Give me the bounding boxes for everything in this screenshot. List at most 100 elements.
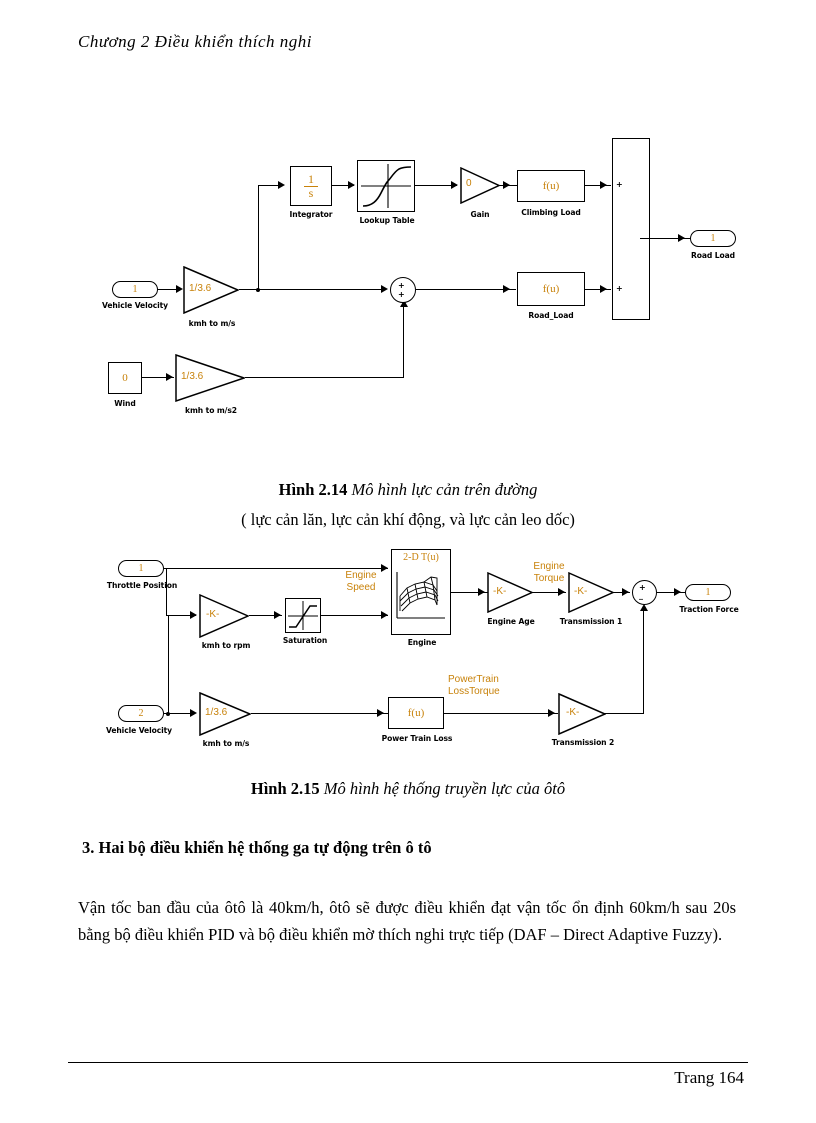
- gain-kmh-to-ms[interactable]: [183, 266, 239, 314]
- footer-page-number: Trang 164: [674, 1068, 744, 1087]
- gain-kmh-to-ms-label: kmh to m/s: [188, 319, 236, 328]
- footer-divider: [68, 1062, 748, 1063]
- block-sum-traction[interactable]: [632, 580, 657, 605]
- integrator-denominator: s: [308, 185, 314, 200]
- signal-label-powertrain-losstorque-line2: LossTorque: [448, 685, 500, 697]
- inport-number: 1: [132, 284, 138, 295]
- wire: [164, 713, 194, 715]
- sumbar-sign-top: +: [616, 180, 623, 189]
- gain-zero[interactable]: [460, 167, 500, 204]
- block-wind-constant[interactable]: 0: [108, 362, 142, 394]
- section-3-paragraph: Vận tốc ban đầu của ôtô là 40km/h, ôtô s…: [78, 898, 736, 944]
- climbing-load-expression: f(u): [542, 180, 560, 192]
- wire: [249, 615, 282, 617]
- arrow-icon: [166, 373, 173, 381]
- block-saturation[interactable]: [285, 598, 321, 633]
- engine-expression: 2-D T(u): [403, 552, 439, 563]
- inport-vehicle-velocity-label: Vehicle Velocity: [101, 301, 169, 310]
- outport-number: 1: [710, 233, 716, 244]
- outport-traction-force-label: Traction Force: [679, 605, 739, 614]
- gain-transmission-1[interactable]: [568, 572, 614, 613]
- block-lookup-table[interactable]: [357, 160, 415, 212]
- inport-throttle-position-label: Throttle Position: [106, 581, 178, 590]
- gain-kmh-to-ms-2-value: 1/3.6: [205, 707, 228, 718]
- wire: [444, 713, 558, 715]
- section-3-heading: 3. Hai bộ điều khiển hệ thống ga tự động…: [82, 838, 432, 857]
- road-load-expression: f(u): [542, 283, 560, 295]
- signal-label-engine-speed: Engine Speed: [329, 570, 393, 593]
- wire: [142, 377, 174, 379]
- gain-kmh-to-ms2[interactable]: [175, 354, 245, 402]
- block-power-train-loss[interactable]: f(u): [388, 697, 444, 729]
- inport-throttle-position[interactable]: 1: [118, 560, 164, 577]
- sumbar-sign-bottom: +: [616, 284, 623, 293]
- gain-kmh-to-ms-2-label: kmh to m/s: [202, 739, 250, 748]
- outport-traction-force[interactable]: 1: [685, 584, 731, 601]
- sum-sign-bottom: +: [398, 290, 405, 299]
- gain-engine-age[interactable]: [487, 572, 533, 613]
- arrow-icon: [503, 285, 510, 293]
- block-sum-bar[interactable]: [612, 138, 650, 320]
- wire: [321, 615, 388, 617]
- arrow-icon: [548, 709, 555, 717]
- block-integrator-label: Integrator: [289, 210, 333, 219]
- wire: [657, 592, 685, 594]
- wire: [166, 615, 196, 617]
- figure-2-15-caption-number: Hình 2.15: [250, 779, 320, 798]
- gain-transmission-2-value: -K-: [566, 707, 580, 718]
- block-climbing-load-label: Climbing Load: [521, 208, 581, 217]
- gain-kmh-to-ms-2[interactable]: [199, 692, 251, 736]
- arrow-icon: [381, 564, 388, 572]
- inport-vehicle-velocity-2-label: Vehicle Velocity: [105, 726, 173, 735]
- outport-road-load[interactable]: 1: [690, 230, 736, 247]
- gain-kmh-to-ms2-value: 1/3.6: [181, 371, 204, 382]
- block-integrator[interactable]: 1 s: [290, 166, 332, 206]
- gain-transmission-2-label: Transmission 2: [551, 738, 615, 747]
- chapter-header: Chương 2 Điều khiển thích nghi: [78, 32, 313, 51]
- arrow-icon: [274, 611, 281, 619]
- signal-label-engine-torque: Engine Torque: [518, 561, 580, 584]
- inport-vehicle-velocity-2[interactable]: 2: [118, 705, 164, 722]
- arrow-icon: [600, 285, 607, 293]
- wire: [164, 568, 388, 570]
- arrow-icon: [558, 588, 565, 596]
- s-curve-icon: [361, 164, 412, 208]
- wire: [239, 289, 385, 291]
- arrow-icon: [377, 709, 384, 717]
- wire: [332, 185, 354, 187]
- gain-transmission-2[interactable]: [558, 693, 606, 735]
- sum-traction-sign-top: +: [639, 583, 646, 592]
- gain-engine-age-label: Engine Age: [487, 617, 535, 626]
- arrow-icon: [348, 181, 355, 189]
- wire: [258, 185, 282, 187]
- signal-label-powertrain-losstorque-line1: PowerTrain: [448, 674, 499, 685]
- gain-kmh-to-rpm-label: kmh to rpm: [201, 641, 251, 650]
- gain-zero-label: Gain: [470, 210, 490, 219]
- arrow-icon: [190, 709, 197, 717]
- figure-2-14-caption-number: Hình 2.14: [278, 480, 348, 499]
- arrow-icon: [674, 588, 681, 596]
- wire: [585, 185, 611, 187]
- figure-2-14-caption: Hình 2.14 Mô hình lực cản trên đường: [0, 480, 816, 500]
- wire: [416, 289, 516, 291]
- arrow-icon: [278, 181, 285, 189]
- inport-vehicle-velocity[interactable]: 1: [112, 281, 158, 298]
- wire-junction: [256, 288, 260, 292]
- signal-label-engine-speed-line2: Speed: [346, 581, 376, 593]
- arrow-icon: [622, 588, 629, 596]
- arrow-icon: [478, 588, 485, 596]
- block-engine[interactable]: 2-D T(u): [391, 549, 451, 635]
- outport-road-load-label: Road Load: [691, 251, 735, 260]
- gain-kmh-to-ms2-label: kmh to m/s2: [185, 406, 237, 415]
- wire: [643, 611, 645, 714]
- outport-number: 1: [705, 587, 711, 598]
- block-climbing-load[interactable]: f(u): [517, 170, 585, 202]
- signal-label-engine-speed-line1: Engine: [345, 570, 377, 581]
- block-sum-circle[interactable]: [390, 277, 416, 303]
- arrow-icon: [678, 234, 685, 242]
- sum-traction-sign-bottom: _: [639, 591, 643, 600]
- gain-kmh-to-rpm[interactable]: [199, 594, 249, 638]
- signal-label-engine-torque-line2: Torque: [533, 572, 565, 584]
- wire: [251, 713, 389, 715]
- block-road-load-fn[interactable]: f(u): [517, 272, 585, 306]
